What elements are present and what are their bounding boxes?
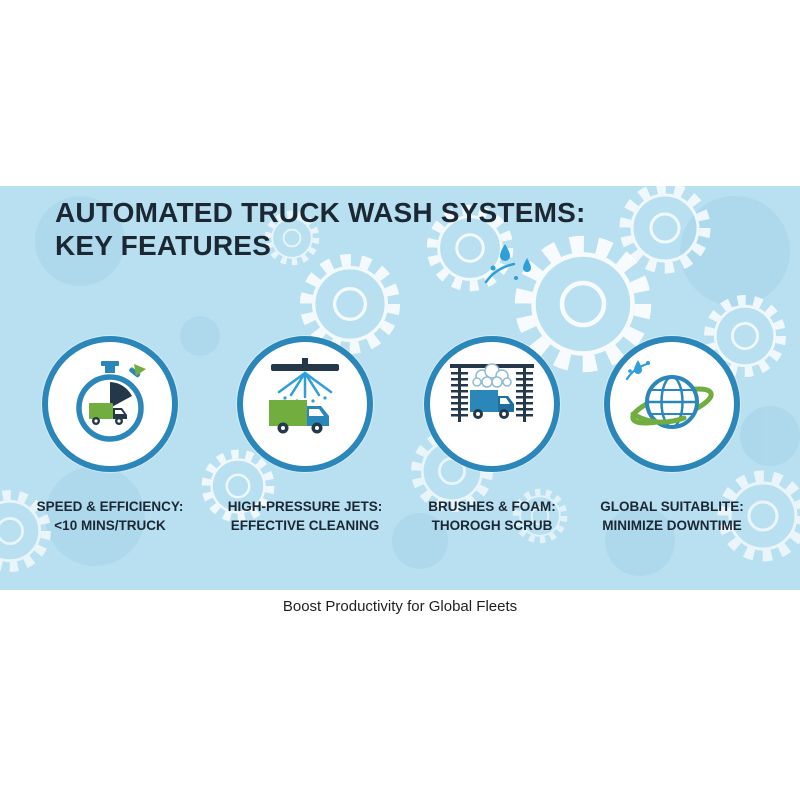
caption-line2: <10 MINS/TRUCK (54, 517, 166, 533)
feature-global-suitability: GLOBAL SUITABLITE: MINIMIZE DOWNTIME (577, 336, 767, 536)
brushes-foam-truck-graphic (450, 363, 534, 422)
feature-speed-efficiency: SPEED & EFFICIENCY: <10 MINS/TRUCK (15, 336, 205, 536)
caption-line2: EFFECTIVE CLEANING (230, 517, 380, 533)
globe-swoosh-graphic (625, 360, 714, 429)
brushes-foam-truck-icon (424, 336, 560, 472)
caption-line1: HIGH-PRESSURE JETS: (227, 499, 383, 514)
caption-line2: MINIMIZE DOWNTIME (602, 517, 742, 533)
spray-jets-truck-graphic (269, 358, 339, 434)
feature-high-pressure-jets: HIGH-PRESSURE JETS: EFFECTIVE CLEANING (210, 336, 400, 536)
footer-tagline: Boost Productivity for Global Fleets (282, 598, 518, 615)
caption-line2: THOROGH SCRUB (431, 517, 553, 533)
caption-line1: GLOBAL SUITABLITE: (600, 499, 744, 514)
water-splash-icon (484, 244, 531, 284)
feature-brushes-foam: BRUSHES & FOAM: THOROGH SCRUB (397, 336, 587, 536)
title-line1: AUTOMATED TRUCK WASH SYSTEMS: (55, 197, 586, 228)
page-title: AUTOMATED TRUCK WASH SYSTEMS: KEY FEATUR… (55, 196, 586, 262)
stopwatch-truck-icon (42, 336, 178, 472)
title-line2: KEY FEATURES (55, 230, 272, 262)
globe-swoosh-icon (604, 336, 740, 472)
caption-line1: SPEED & EFFICIENCY: (36, 499, 184, 514)
splash-droplets (625, 360, 650, 381)
caption-line1: BRUSHES & FOAM: (428, 499, 556, 514)
banner: AUTOMATED TRUCK WASH SYSTEMS: KEY FEATUR… (0, 186, 800, 590)
feature-caption: BRUSHES & FOAM: THOROGH SCRUB (428, 498, 556, 536)
feature-caption: GLOBAL SUITABLITE: MINIMIZE DOWNTIME (600, 498, 744, 536)
gears-background (0, 186, 800, 576)
stopwatch-truck-graphic (76, 361, 146, 442)
feature-caption: SPEED & EFFICIENCY: <10 MINS/TRUCK (37, 498, 184, 536)
feature-caption: HIGH-PRESSURE JETS: EFFECTIVE CLEANING (228, 498, 383, 536)
spray-jets-truck-icon (237, 336, 373, 472)
